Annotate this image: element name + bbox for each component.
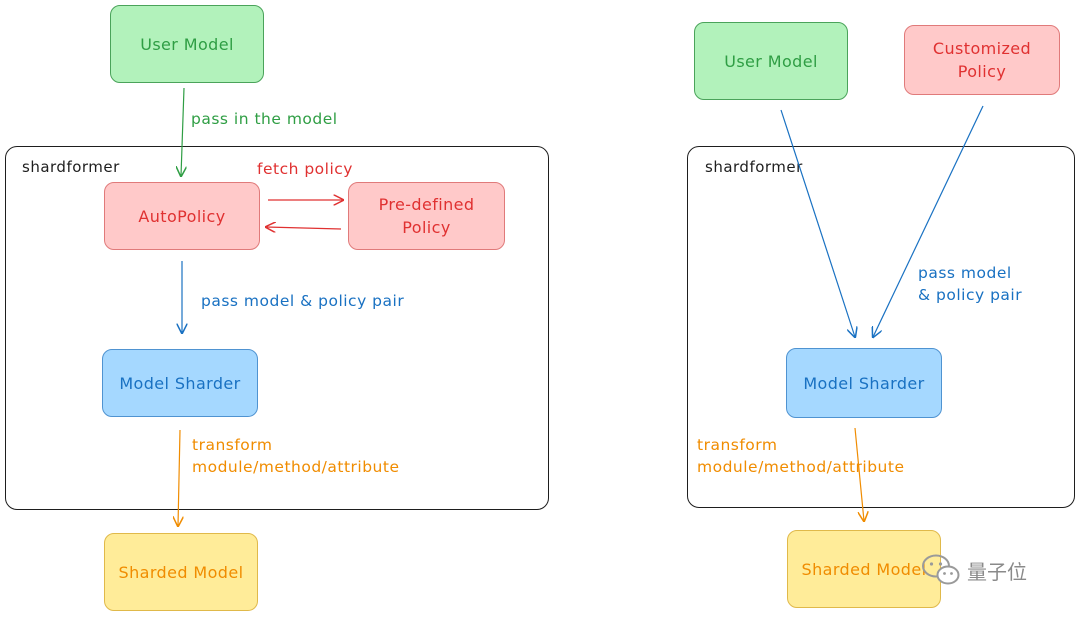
edge-label-pass-in-model: pass in the model bbox=[191, 110, 338, 128]
edge-label-transform-right: transform module/method/attribute bbox=[697, 436, 905, 476]
right-user-model-label: User Model bbox=[724, 51, 818, 71]
edge-label-fetch-policy: fetch policy bbox=[257, 160, 353, 178]
right-sharded-model-label: Sharded Model bbox=[801, 559, 927, 579]
predefined-policy-node: Pre-defined Policy bbox=[348, 182, 505, 250]
edge-label-transform-left: transform module/method/attribute bbox=[192, 436, 400, 476]
left-sharded-model-label: Sharded Model bbox=[118, 562, 244, 582]
customized-policy-node: Customized Policy bbox=[904, 25, 1060, 95]
left-shardformer-container bbox=[5, 146, 549, 510]
left-sharded-model-node: Sharded Model bbox=[104, 533, 258, 611]
customized-policy-label: Customized Policy bbox=[932, 39, 1032, 81]
left-model-sharder-node: Model Sharder bbox=[102, 349, 258, 417]
autopolicy-label: AutoPolicy bbox=[138, 206, 226, 226]
quantumbit-logo: 量子位 bbox=[921, 553, 1027, 587]
wechat-icon bbox=[922, 554, 960, 585]
logo-text: 量子位 bbox=[967, 559, 1027, 584]
left-user-model-node: User Model bbox=[110, 5, 264, 83]
left-user-model-label: User Model bbox=[140, 34, 234, 54]
right-model-sharder-node: Model Sharder bbox=[786, 348, 942, 418]
right-model-sharder-label: Model Sharder bbox=[803, 373, 925, 393]
edge-label-pass-pair-left: pass model & policy pair bbox=[201, 292, 405, 310]
right-user-model-node: User Model bbox=[694, 22, 848, 100]
edge-label-pass-pair-right: pass model & policy pair bbox=[918, 264, 1023, 304]
right-container-label: shardformer bbox=[705, 158, 803, 176]
right-sharded-model-node: Sharded Model bbox=[787, 530, 941, 608]
left-model-sharder-label: Model Sharder bbox=[119, 373, 241, 393]
left-container-label: shardformer bbox=[22, 158, 120, 176]
predefined-policy-label: Pre-defined Policy bbox=[378, 195, 475, 237]
autopolicy-node: AutoPolicy bbox=[104, 182, 260, 250]
